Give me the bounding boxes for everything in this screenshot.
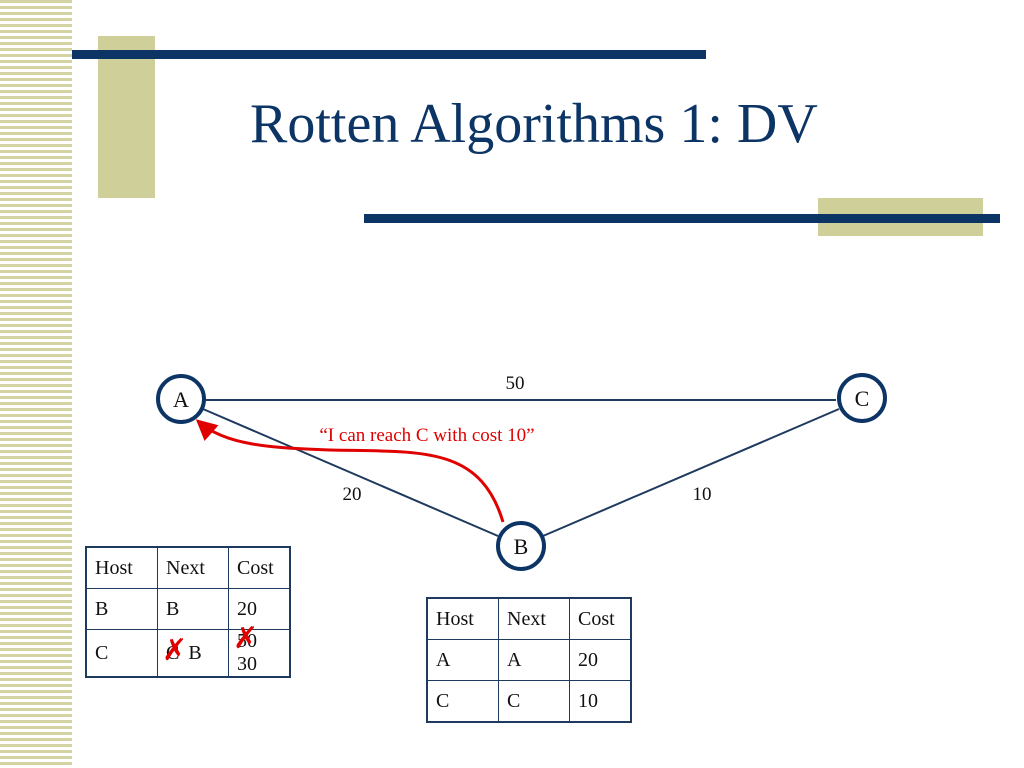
cell-next: B (157, 588, 229, 630)
cell-cost-updated: 50 ✗ 30 (228, 624, 291, 678)
cell-cost: 10 (569, 680, 632, 723)
cell-host: B (85, 588, 158, 630)
decorative-stripes (0, 0, 72, 768)
old-next-text: C (166, 641, 180, 664)
table-row: B B 20 (85, 588, 291, 630)
table-header-row: Host Next Cost (85, 546, 291, 589)
slide-title: Rotten Algorithms 1: DV (250, 93, 818, 155)
accent-bar-bottom (364, 214, 1000, 223)
message-label: “I can reach C with cost 10” (319, 425, 534, 446)
header-cost: Cost (569, 597, 632, 640)
header-next: Next (498, 597, 570, 640)
node-c: C (837, 373, 887, 423)
message-arrow (195, 419, 505, 523)
node-a-label: A (173, 387, 189, 412)
header-next: Next (157, 546, 229, 589)
routing-table-a: Host Next Cost B B 20 C C ✗ B 50 ✗ 30 (85, 546, 291, 678)
new-next-text: B (188, 641, 202, 664)
edge-label-b-c: 10 (693, 484, 712, 505)
cell-cost: 20 (569, 639, 632, 681)
node-a: A (156, 374, 206, 424)
strike-x-icon: ✗ (233, 621, 259, 656)
node-b: B (496, 521, 546, 571)
routing-table-b: Host Next Cost A A 20 C C 10 (426, 597, 632, 723)
edge-b-c (542, 408, 840, 537)
edge-a-b (202, 408, 499, 537)
node-b-label: B (514, 534, 529, 559)
new-cost-text: 30 (237, 653, 257, 675)
table-row: C C ✗ B 50 ✗ 30 (85, 624, 291, 678)
header-host: Host (85, 546, 158, 589)
header-cost: Cost (228, 546, 291, 589)
table-row: A A 20 (426, 639, 632, 681)
cell-host: C (426, 680, 499, 723)
cell-host: A (426, 639, 499, 681)
old-cost-text: 50 (237, 630, 257, 652)
cell-next: A (498, 639, 570, 681)
header-host: Host (426, 597, 499, 640)
accent-bar-top (72, 50, 706, 59)
node-c-label: C (855, 386, 870, 411)
cell-next-updated: C ✗ B (157, 629, 229, 678)
old-next-value: C ✗ (162, 635, 187, 665)
edge-label-a-b: 20 (343, 484, 362, 505)
table-header-row: Host Next Cost (426, 597, 632, 640)
accent-block-left (98, 36, 155, 198)
strike-x-icon: ✗ (162, 632, 188, 668)
cell-cost: 20 (228, 588, 291, 630)
cell-next: C (498, 680, 570, 723)
edge-label-a-c: 50 (506, 373, 525, 394)
table-row: C C 10 (426, 680, 632, 723)
old-cost-value: 50 ✗ (233, 624, 258, 654)
cell-host: C (85, 629, 158, 678)
